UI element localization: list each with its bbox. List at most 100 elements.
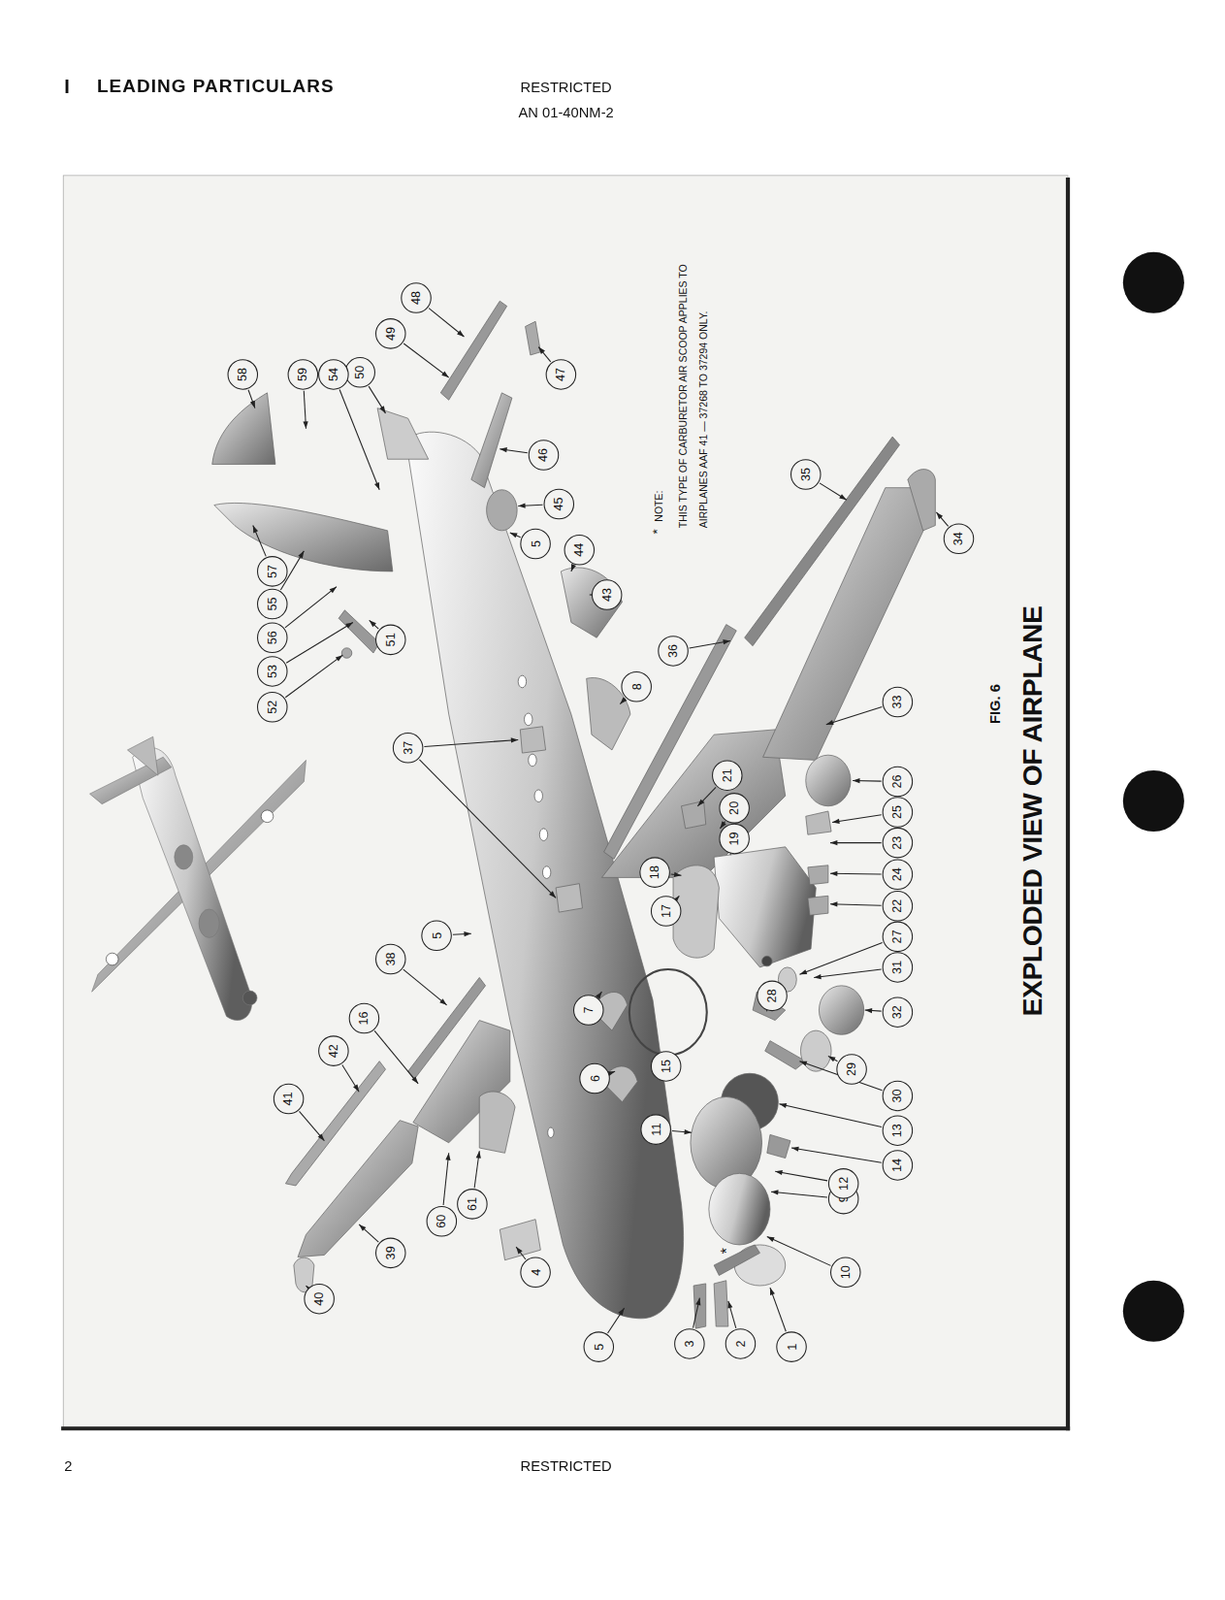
callout-number: 47 [554, 367, 568, 382]
callout-circle: 61 [456, 1188, 488, 1220]
panel-shadow [1065, 177, 1070, 1430]
arrowhead [727, 1300, 733, 1309]
callout-number: 26 [891, 774, 904, 789]
leader-line [935, 512, 948, 526]
callout-circle: 37 [392, 732, 424, 764]
arrowhead [515, 1246, 523, 1254]
callout-circle: 23 [882, 827, 914, 859]
callout-circle: 2 [725, 1327, 757, 1359]
arrowhead [548, 890, 556, 898]
callout-circle: 3 [674, 1327, 706, 1359]
callout-circle: 14 [882, 1149, 914, 1181]
callout-number: 15 [659, 1059, 673, 1073]
leader-line [819, 483, 847, 500]
leader-line [419, 759, 556, 899]
callout-number: 51 [384, 632, 397, 646]
callout-number: 27 [891, 929, 904, 943]
leader-line [368, 386, 386, 414]
callout-circle: 24 [882, 858, 914, 890]
callout-circle: 30 [882, 1080, 914, 1112]
arrowhead [830, 839, 838, 845]
arrowhead [335, 654, 343, 661]
arrowhead [767, 1236, 775, 1242]
callout-number: 31 [891, 960, 904, 974]
arrowhead [935, 512, 943, 519]
arrowhead [297, 550, 304, 559]
callout-number: 54 [327, 367, 341, 382]
leader-line [358, 1224, 379, 1242]
callout-circle: 5 [519, 528, 551, 560]
callout-number: 37 [401, 741, 415, 755]
callout-circle: 29 [836, 1053, 868, 1085]
callout-circle: 54 [318, 358, 350, 390]
callout-number: 35 [799, 467, 812, 482]
callout-circle: 7 [573, 994, 605, 1026]
callout-number: 23 [891, 836, 904, 850]
page-text: AN 01-40NM-2 [518, 103, 614, 121]
callout-number: 53 [265, 664, 279, 678]
callout-number: 19 [728, 831, 742, 845]
arrowhead [774, 1169, 783, 1175]
arrowhead [697, 799, 705, 806]
callout-number: 32 [891, 1004, 904, 1019]
arrowhead [510, 532, 518, 538]
leader-line [828, 1055, 839, 1061]
arrowhead [456, 329, 464, 337]
arrowhead [318, 1132, 325, 1140]
arrowhead [674, 871, 682, 877]
arrowhead [771, 1189, 779, 1194]
arrowhead [695, 1297, 701, 1306]
arrowhead [302, 420, 308, 428]
callout-circle: 12 [828, 1167, 860, 1199]
callout-number: 6 [588, 1074, 602, 1082]
callout-circle: 13 [882, 1114, 914, 1146]
leader-line [778, 1103, 882, 1128]
callout-number: 3 [683, 1339, 697, 1347]
callout-number: 52 [265, 700, 279, 714]
page-text: RESTRICTED [520, 1457, 613, 1475]
callout-circle: 46 [528, 439, 560, 471]
callout-number: 21 [720, 768, 734, 782]
callout-number: 20 [728, 801, 742, 815]
callout-number: 45 [552, 496, 566, 511]
callout-circle: 55 [257, 588, 289, 620]
leader-line [799, 941, 882, 974]
callout-circle: 10 [830, 1257, 862, 1289]
callout-circle: 4 [519, 1257, 551, 1289]
callout-number: 57 [265, 564, 279, 579]
arrowhead [617, 1307, 624, 1316]
leader-line [339, 389, 380, 490]
leader-line [423, 739, 518, 746]
arrowhead [250, 400, 256, 409]
leader-line [286, 621, 354, 663]
callout-circle: 19 [718, 823, 750, 855]
small-airplane [90, 736, 307, 1020]
leader-line [403, 968, 448, 1005]
callout-number: 44 [573, 543, 586, 557]
callout-circle: 51 [375, 624, 407, 656]
leader-line [608, 1307, 625, 1333]
arrowhead [830, 901, 838, 906]
leader-line [826, 707, 883, 725]
callout-number: 5 [430, 932, 444, 939]
callout-number: 41 [282, 1092, 295, 1106]
arrowhead [832, 818, 840, 824]
callout-number: 11 [649, 1123, 663, 1136]
callout-number: 5 [529, 540, 543, 548]
callout-number: 22 [891, 899, 904, 913]
callout-circle: 34 [943, 522, 975, 554]
page-text: 2 [64, 1457, 72, 1475]
leader-line [285, 654, 343, 698]
callout-circle: 59 [288, 358, 320, 390]
callout-circle: 38 [375, 943, 407, 975]
leader-line [253, 525, 266, 557]
leader-line [403, 343, 450, 378]
callout-circle: 6 [579, 1063, 611, 1095]
callout-circle: 57 [257, 555, 289, 587]
callout-circle: 53 [257, 655, 289, 687]
callout-number: 29 [845, 1062, 859, 1076]
page-text: * [718, 1247, 737, 1254]
figure-panel [63, 175, 1068, 1428]
arrowhead [358, 1224, 366, 1231]
page-text: NOTE: [652, 490, 665, 522]
